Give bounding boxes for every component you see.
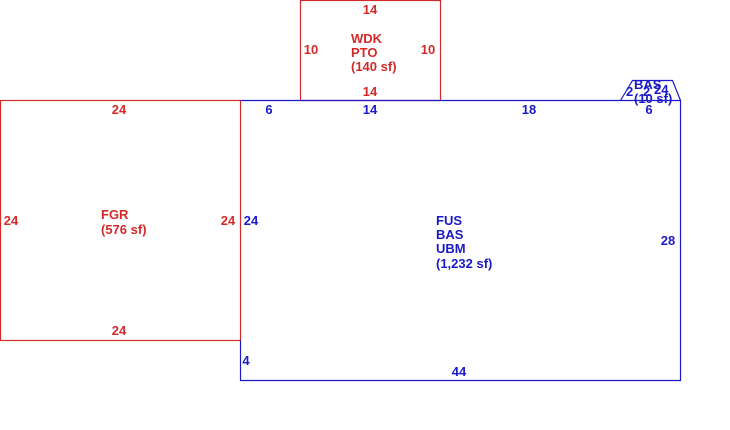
wdk-dim-left: 10 <box>304 42 318 57</box>
bas-small-dim-left: 2 <box>626 84 633 99</box>
main-code-3: UBM <box>436 241 466 256</box>
main-dim-left-upper: 24 <box>244 213 259 228</box>
fgr-area: (576 sf) <box>101 222 147 237</box>
wdk-area: (140 sf) <box>351 59 397 74</box>
fgr-dim-bottom: 24 <box>112 323 127 338</box>
wdk-dim-bottom: 14 <box>363 84 378 99</box>
main-dim-left-lower: 4 <box>242 353 250 368</box>
bas-small-outline <box>619 79 682 101</box>
main-code-1: FUS <box>436 213 462 228</box>
main-area: (1,232 sf) <box>436 256 492 271</box>
bas-small-dim-mid: 2 <box>643 84 650 99</box>
bas-small-area: (10 sf) <box>634 91 672 106</box>
main-dim-bottom: 44 <box>452 364 467 379</box>
main-code-2: BAS <box>436 227 464 242</box>
main-dim-right: 28 <box>661 233 675 248</box>
wdk-code-1: WDK <box>351 31 383 46</box>
bas-small-dim-right: 24 <box>654 82 669 97</box>
main-outline <box>239 99 682 382</box>
main-dim-top-mid: 14 <box>363 102 378 117</box>
fgr-outline <box>0 99 242 342</box>
wdk-code-2: PTO <box>351 45 378 60</box>
fgr-dim-top: 24 <box>112 102 127 117</box>
fgr-dim-left: 24 <box>4 213 19 228</box>
wdk-dim-right: 10 <box>421 42 435 57</box>
wdk-dim-top: 14 <box>363 2 378 17</box>
fgr-code: FGR <box>101 207 129 222</box>
bas-small-code: BAS <box>634 77 662 92</box>
main-dim-top-right: 18 <box>522 102 536 117</box>
main-dim-top-left: 6 <box>265 102 272 117</box>
main-dim-top-corner: 6 <box>645 102 652 117</box>
fgr-dim-right: 24 <box>221 213 236 228</box>
